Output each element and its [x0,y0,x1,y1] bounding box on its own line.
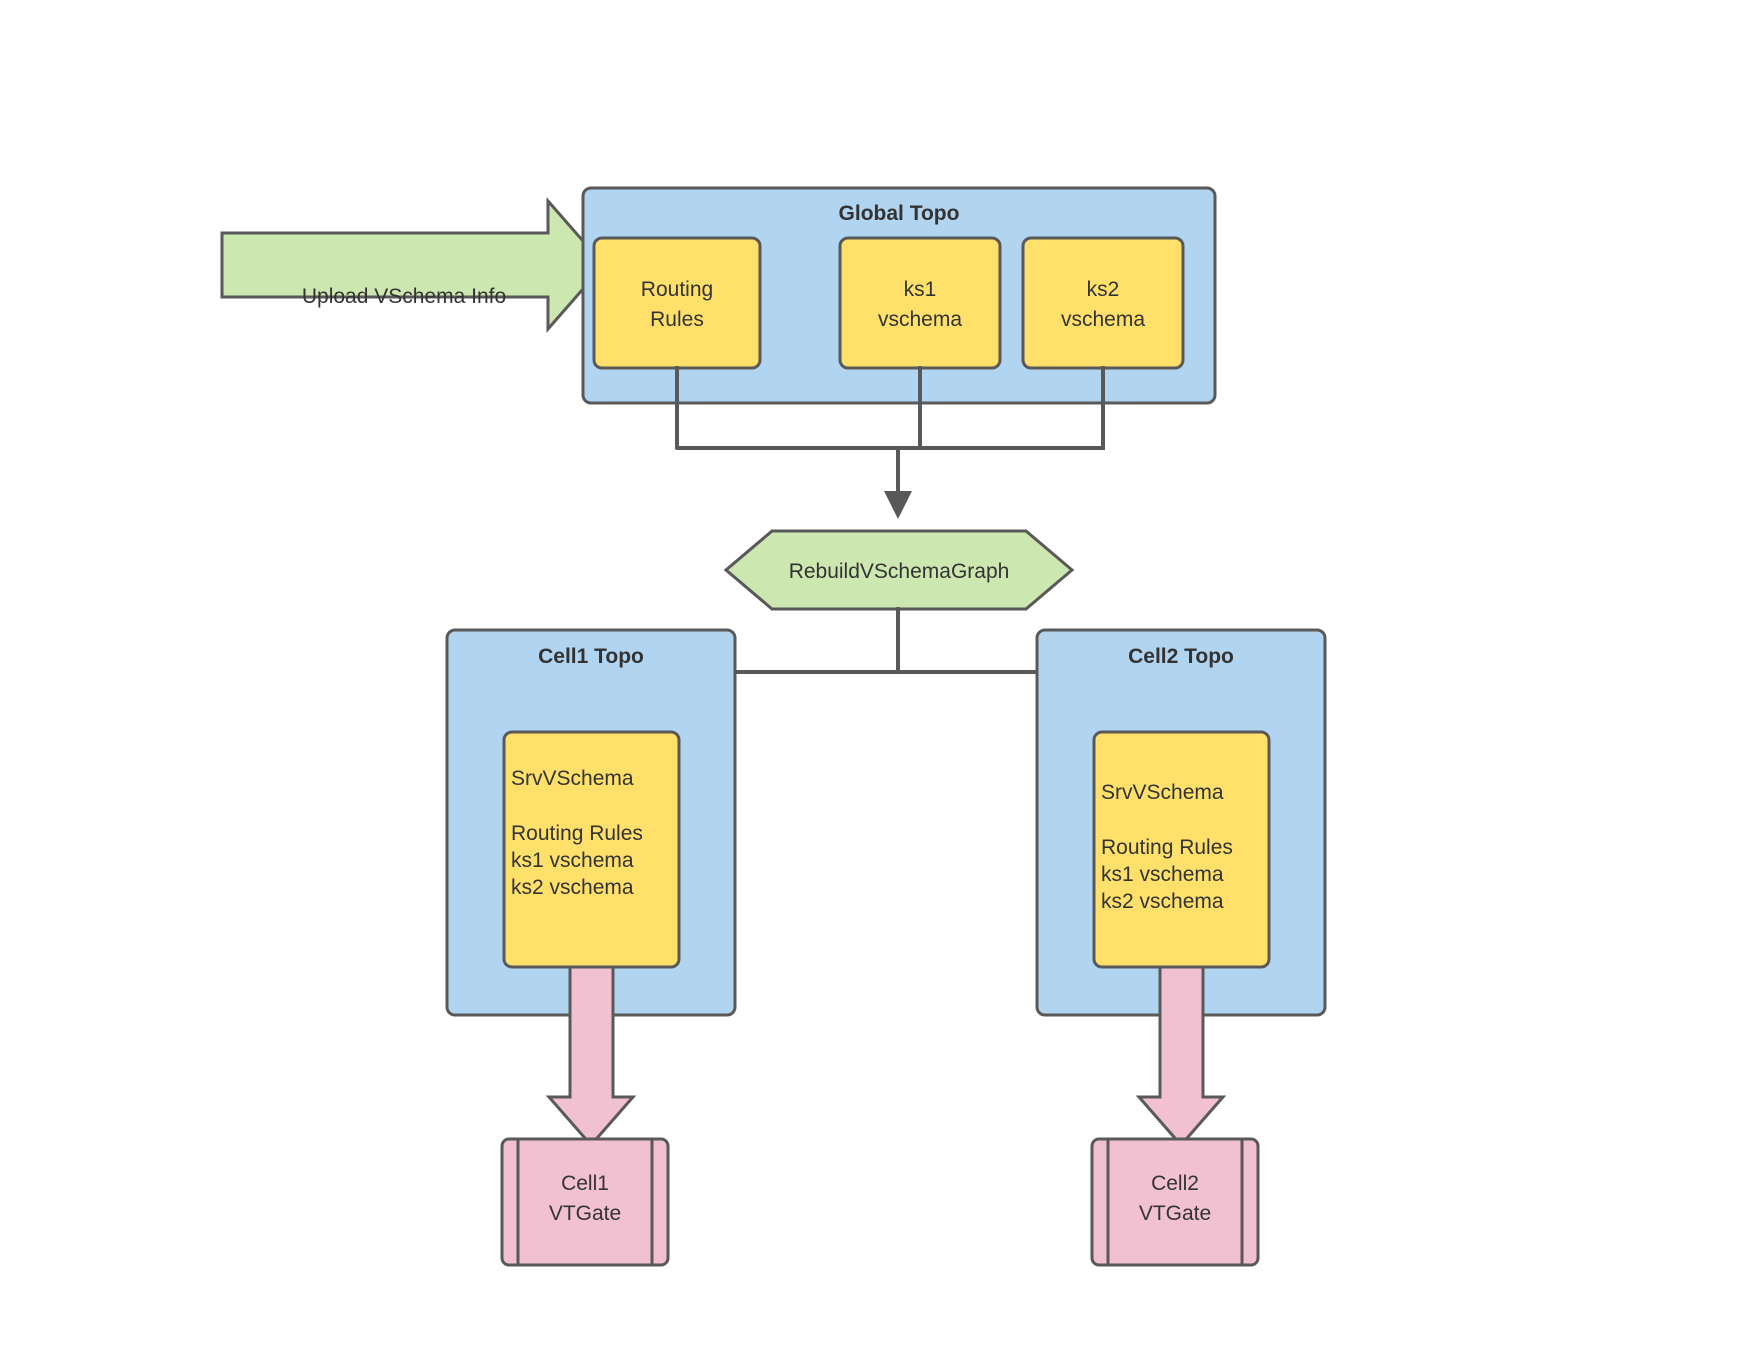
cell2-srvvschema-node[interactable]: SrvVSchema Routing Rules ks1 vschema ks2… [1092,730,1271,969]
routing-rules-box [592,236,762,370]
cell1-srvvschema-line-3: ks2 vschema [511,876,634,899]
upload-vschema-arrow-label: Upload VSchema Info [302,285,506,308]
ks2-vschema-label-line1: ks2 [1087,278,1120,301]
global-topo-title: Global Topo [839,202,960,225]
cell2-srvvschema-line-2: ks1 vschema [1101,863,1224,886]
rebuild-vschema-graph-hexagon [723,529,1075,611]
ks1-vschema-label-line2: vschema [878,308,962,331]
connector-routing-rules-to-bus [675,366,1105,450]
cell2-vtgate-box [1090,1137,1260,1267]
rebuild-vschema-graph-process[interactable]: RebuildVSchemaGraph [723,529,1075,611]
cell1-vtgate-box [500,1137,670,1267]
cell1-flow-arrow [545,965,637,1148]
cell1-srvvschema-line-2: ks1 vschema [511,849,634,872]
cell1-vtgate-label-line1: Cell1 [561,1172,609,1195]
cell2-srvvschema-to-vtgate-arrow [1135,965,1227,1148]
cell1-vtgate-label-line2: VTGate [549,1202,621,1225]
upload-vschema-arrow[interactable]: Upload VSchema Info [220,197,606,333]
ks1-vschema-node[interactable]: ks1 vschema [838,236,1002,370]
ks2-vschema-box [1021,236,1185,370]
rebuild-vschema-graph-label: RebuildVSchemaGraph [789,560,1010,583]
ks2-vschema-label-line2: vschema [1061,308,1145,331]
ks1-vschema-label-line1: ks1 [904,278,937,301]
cell2-srvvschema-line-1: Routing Rules [1101,836,1233,859]
cell1-srvvschema-to-vtgate-arrow [545,965,637,1148]
cell2-vtgate-label-line1: Cell2 [1151,1172,1199,1195]
cell2-flow-arrow [1135,965,1227,1148]
routing-rules-label-line1: Routing [641,278,713,301]
ks2-vschema-node[interactable]: ks2 vschema [1021,236,1185,370]
routing-rules-label-line2: Rules [650,308,704,331]
cell2-topo-title: Cell2 Topo [1128,645,1234,668]
cell1-topo-title: Cell1 Topo [538,645,644,668]
cell1-vtgate-node[interactable]: Cell1 VTGate [500,1137,670,1267]
routing-rules-node[interactable]: Routing Rules [592,236,762,370]
cell2-srvvschema-line-3: ks2 vschema [1101,890,1224,913]
ks1-vschema-box [838,236,1002,370]
cell2-vtgate-node[interactable]: Cell2 VTGate [1090,1137,1260,1267]
cell1-srvvschema-heading: SrvVSchema [511,767,634,790]
cell2-vtgate-label-line2: VTGate [1139,1202,1211,1225]
cell1-srvvschema-line-1: Routing Rules [511,822,643,845]
cell1-srvvschema-node[interactable]: SrvVSchema Routing Rules ks1 vschema ks2… [502,730,681,969]
cell2-srvvschema-heading: SrvVSchema [1101,781,1224,804]
